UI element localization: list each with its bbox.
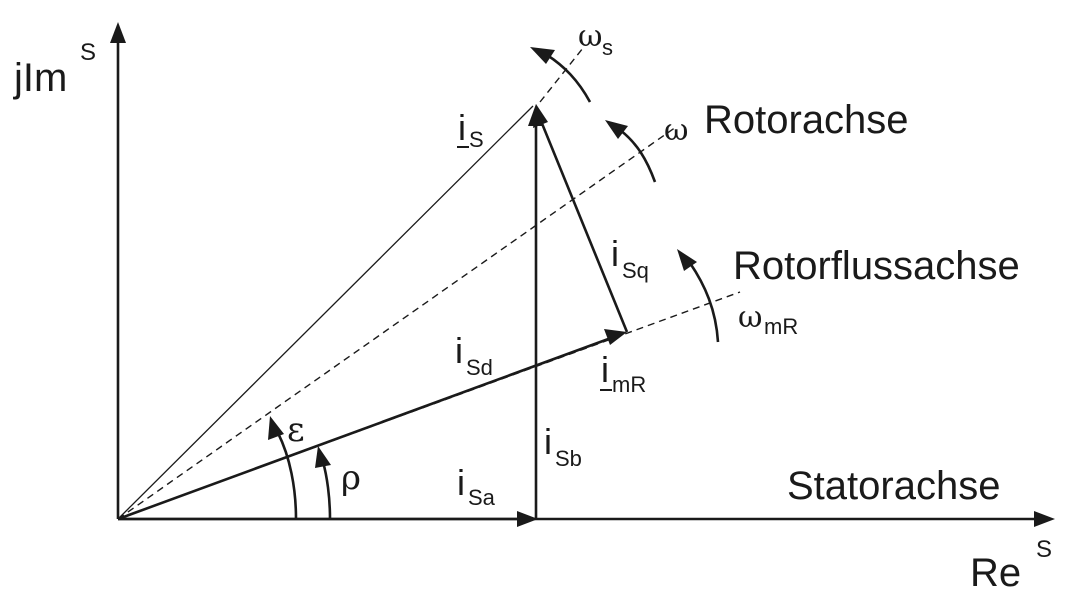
isq-vector-label: i Sq [611,233,649,283]
omega-mr-subscript: mR [764,314,798,339]
omega-s-rotation-arrow [530,47,592,103]
rotor-axis-label: Rotorachse [704,98,909,142]
isq-vector [533,104,629,333]
isd-vector-label: i Sd [455,330,493,380]
imaginary-axis-superscript: S [80,39,96,66]
isb-main: i [544,421,552,462]
imr-main: i [601,349,609,390]
real-axis-label: Re [970,551,1021,595]
isq-main: i [611,233,619,274]
imr-vector-label: i mR [600,349,646,397]
isa-vector-label: i Sa [457,462,496,510]
imr-subscript: mR [612,372,646,397]
isd-subscript: Sd [466,355,493,380]
imaginary-axis-label: jIm [13,56,67,100]
omega-rotation-arrow [605,120,657,183]
isb-vector [528,104,544,519]
stator-axis-label: Statorachse [787,464,1000,508]
rho-angle-arc [315,446,332,520]
isb-vector-label: i Sb [544,421,582,471]
omega-symbol: ω [664,113,688,148]
stator-current-line [117,105,534,520]
omega-mr-rotation-arrow [677,249,720,343]
rho-label: ρ [341,458,361,498]
isd-vector [117,329,627,521]
isq-subscript: Sq [622,258,649,283]
epsilon-label: ε [287,410,305,450]
rotor-axis-line [117,126,677,520]
imaginary-axis-main: jIm [13,56,67,100]
isa-subscript: Sa [468,485,496,510]
rotor-flux-axis-label: Rotorflussachse [733,244,1020,288]
real-axis-superscript: S [1036,536,1052,563]
isd-main: i [455,330,463,371]
omega-mr-symbol: ω [738,300,762,335]
is-main: i [458,107,466,148]
epsilon-angle-arc [268,416,298,520]
omega-s-symbol: ω [578,19,602,54]
is-vector-label: i S [457,107,484,152]
omega-s-subscript: s [602,35,613,60]
isa-main: i [457,462,465,503]
isb-subscript: Sb [555,446,582,471]
is-subscript: S [469,127,484,152]
isa-vector [118,511,538,527]
imaginary-axis [110,22,126,519]
